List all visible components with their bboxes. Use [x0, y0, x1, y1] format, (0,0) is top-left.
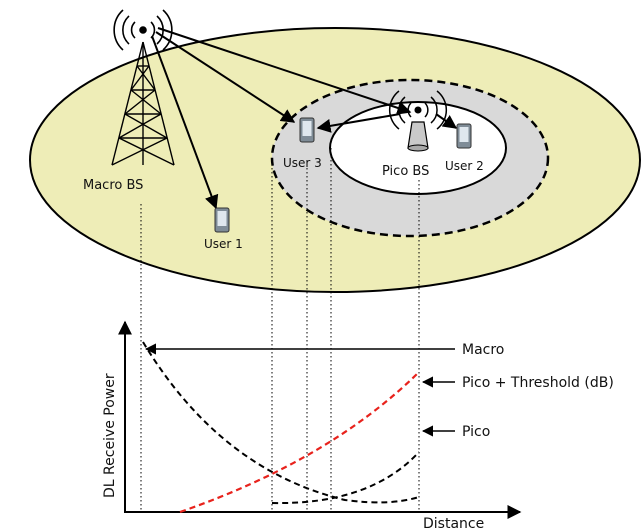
macro-to-user3-arrow — [155, 31, 296, 123]
user2-phone-icon — [456, 123, 472, 149]
pico-to-user2-arrow — [435, 113, 458, 129]
macro-bs-tower-icon — [111, 41, 175, 166]
y-axis-label: DL Receive Power — [102, 373, 118, 498]
user1-phone-icon — [214, 207, 230, 233]
pico-threshold-power-curve — [179, 371, 420, 514]
pico-legend-label: Pico — [462, 424, 490, 440]
macro-bs-label: Macro BS — [83, 178, 143, 193]
pico-bs-signal-icon — [388, 90, 448, 130]
macro-power-curve — [142, 341, 420, 504]
macro-legend-label: Macro — [462, 342, 504, 358]
x-axis-label: Distance — [423, 516, 484, 531]
pico-bs-label: Pico BS — [382, 164, 429, 179]
user3-label: User 3 — [283, 156, 322, 170]
macro-to-pico-arrow — [157, 27, 412, 115]
pico-power-curve — [271, 451, 420, 505]
user3-phone-icon — [299, 117, 315, 143]
pico-bs-icon — [407, 121, 429, 152]
user1-label: User 1 — [204, 237, 243, 251]
pico-threshold-legend-label: Pico + Threshold (dB) — [462, 375, 614, 391]
projection-lines — [140, 148, 420, 512]
user2-label: User 2 — [445, 159, 484, 173]
pico-to-user3-arrow — [316, 113, 401, 133]
macro-to-user1-arrow — [151, 35, 219, 210]
